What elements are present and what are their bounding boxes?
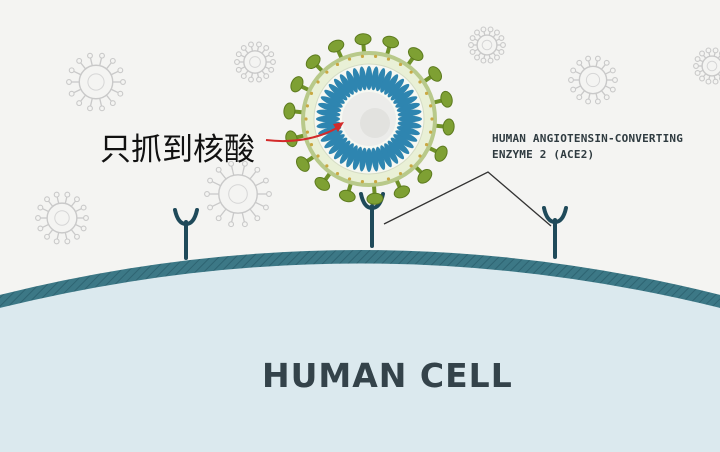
receptor-label-line1: HUMAN ANGIOTENSIN-CONVERTING [492, 132, 684, 145]
faint-virus-icon [568, 55, 618, 105]
faint-virus-icon [66, 52, 126, 112]
human-cell [0, 250, 720, 452]
annotation-label: 只抓到核酸 [100, 132, 255, 168]
receptor-label-line2: ENZYME 2 (ACE2) [492, 148, 595, 161]
annotation-arrowhead [333, 122, 344, 132]
virus-particle-icon [283, 33, 455, 205]
ace2-receptor-icon [542, 206, 568, 259]
faint-virus-icon [468, 26, 506, 64]
receptor-pointer [383, 171, 552, 227]
faint-virus-icon [234, 41, 276, 83]
ace2-receptors [173, 192, 568, 260]
cell-body [0, 263, 720, 452]
cell-label: HUMAN CELL [262, 356, 513, 395]
rna-strand-icon [316, 66, 422, 172]
annotation-arrow [265, 125, 341, 143]
ace2-receptor-icon [173, 208, 199, 260]
background-viruses [35, 26, 720, 245]
faint-virus-icon [693, 47, 720, 85]
faint-virus-icon [204, 160, 272, 228]
faint-virus-icon [35, 191, 89, 245]
